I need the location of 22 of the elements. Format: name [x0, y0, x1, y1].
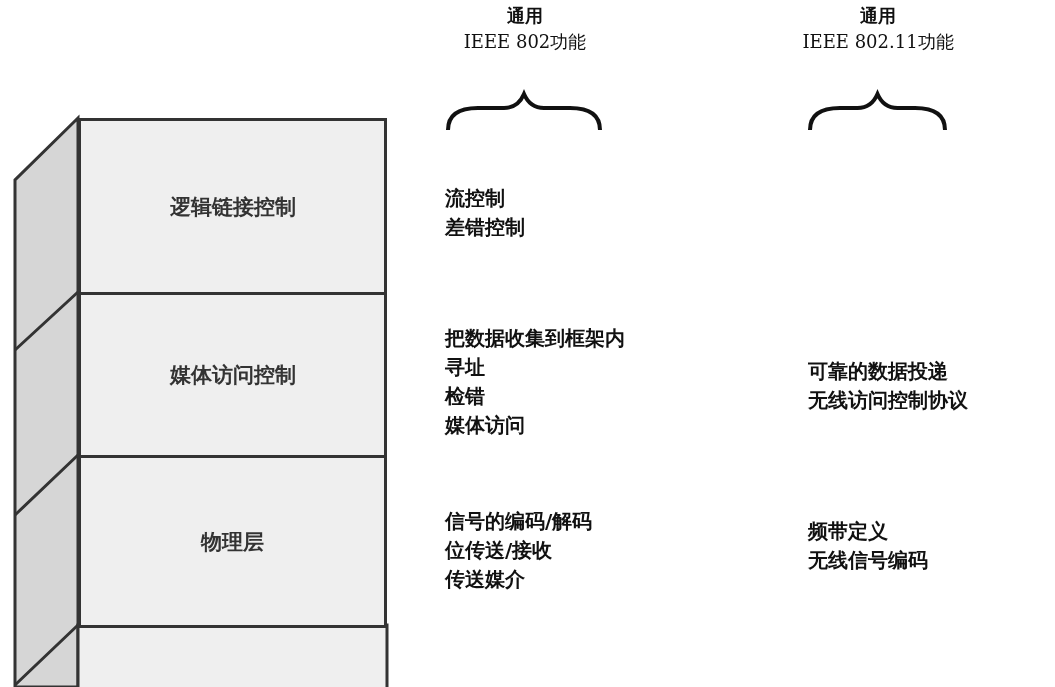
- column-heading: IEEE 802.11功能: [802, 30, 954, 54]
- layer-name: 媒体访问控制: [169, 362, 296, 389]
- function-item: 寻址: [445, 354, 485, 381]
- layer-box: [78, 292, 387, 458]
- function-item: 把数据收集到框架内: [445, 325, 625, 352]
- column-heading: 通用: [507, 4, 543, 28]
- function-item: 差错控制: [445, 214, 525, 241]
- function-item: 可靠的数据投递: [808, 358, 948, 385]
- function-item: 流控制: [445, 185, 505, 212]
- function-item: 检错: [445, 383, 485, 410]
- function-item: 位传送/接收: [445, 537, 553, 564]
- column-heading: 通用: [860, 4, 896, 28]
- layer-name: 物理层: [201, 528, 264, 556]
- function-item: 频带定义: [808, 518, 888, 545]
- column-heading: IEEE 802功能: [463, 30, 587, 54]
- function-item: 无线访问控制协议: [808, 387, 968, 414]
- layer-name: 逻辑链接控制: [169, 193, 296, 221]
- function-item: 无线信号编码: [808, 547, 928, 574]
- function-item: 媒体访问: [445, 412, 525, 439]
- layer-box: [78, 118, 387, 295]
- function-item: 传送媒介: [445, 566, 525, 593]
- function-item: 信号的编码/解码: [445, 508, 593, 535]
